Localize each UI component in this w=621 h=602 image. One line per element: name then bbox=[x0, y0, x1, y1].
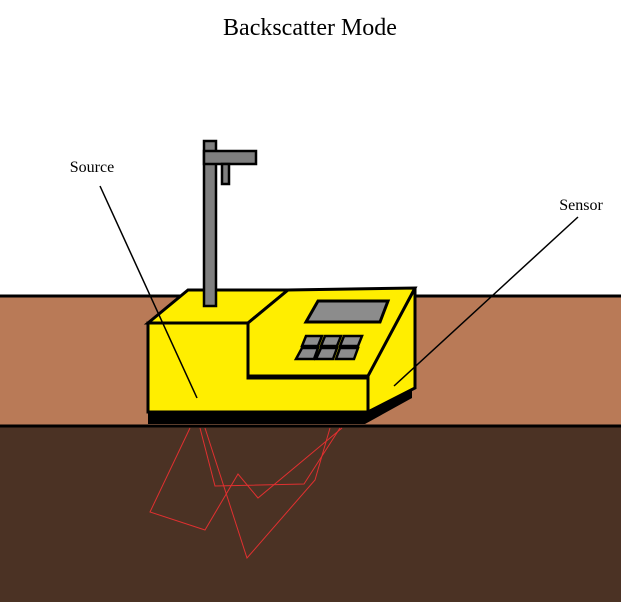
gauge-base bbox=[148, 388, 412, 424]
keypad-key bbox=[300, 334, 324, 348]
sensor-label: Sensor bbox=[559, 197, 603, 214]
rod-handle bbox=[202, 149, 258, 166]
keypad bbox=[293, 334, 364, 361]
rod-shaft bbox=[202, 139, 218, 308]
source-leader-line bbox=[99, 185, 198, 399]
radiation-paths bbox=[149, 427, 343, 559]
keypad-key bbox=[319, 334, 343, 348]
keypad-key bbox=[314, 346, 339, 361]
subsoil-layer bbox=[0, 426, 621, 602]
keypad-key bbox=[293, 346, 320, 361]
diagram-title: Backscatter Mode bbox=[223, 15, 397, 41]
display-screen bbox=[303, 299, 391, 324]
rod-trigger bbox=[220, 162, 231, 186]
keypad-key bbox=[334, 346, 360, 361]
source-rod bbox=[202, 139, 258, 308]
keypad-key bbox=[338, 334, 364, 348]
source-label: Source bbox=[70, 159, 114, 176]
sensor-leader-line bbox=[393, 216, 579, 387]
